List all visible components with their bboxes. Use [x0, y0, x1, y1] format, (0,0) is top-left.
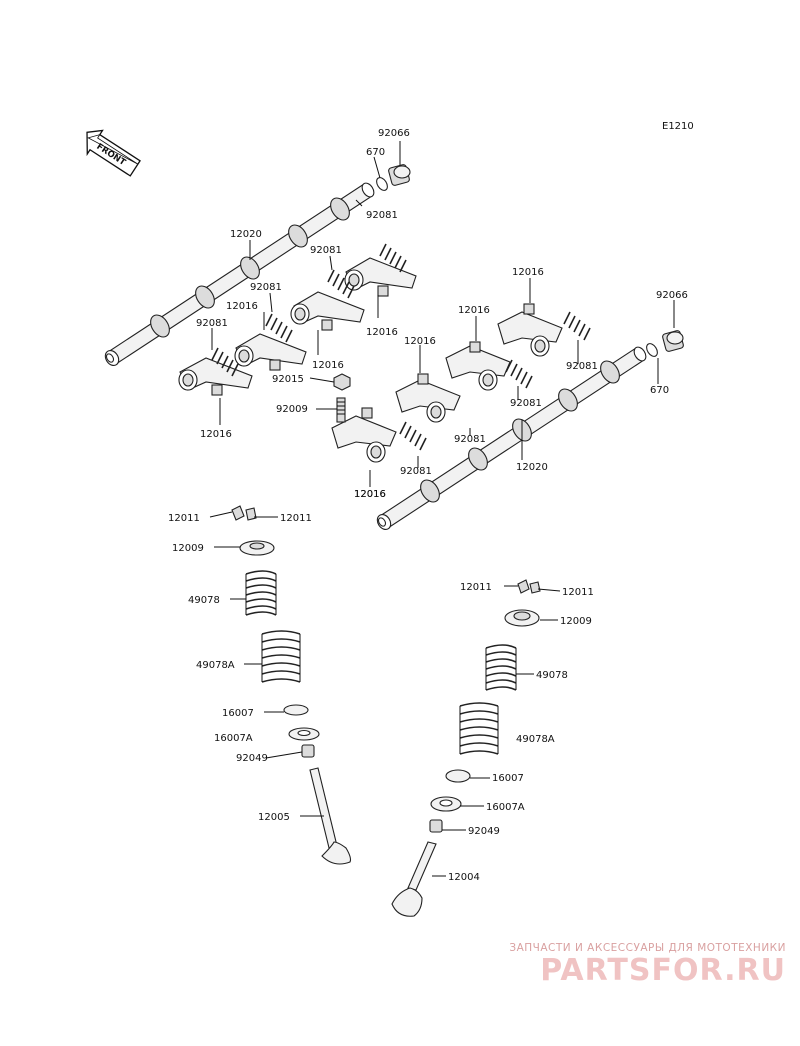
valve-seat-16007A-right [430, 796, 462, 812]
part-label: 12020 [516, 462, 548, 473]
watermark-tagline: ЗАПЧАСТИ И АКСЕССУАРЫ ДЛЯ МОТОТЕХНИКИ [509, 942, 786, 954]
rocker-arm-left-1 [178, 357, 253, 396]
rocker-arm-left-4 [344, 257, 417, 297]
camshaft-left [104, 182, 375, 367]
part-label: 92081 [566, 361, 598, 372]
part-label: 16007A [486, 802, 525, 813]
part-label: 12009 [172, 543, 204, 554]
rocker-spring-left-1 [211, 347, 239, 377]
part-label: 12020 [230, 229, 262, 240]
part-label: 92081 [454, 434, 486, 445]
part-label: 12011 [460, 582, 492, 593]
part-label: 12016 [354, 489, 386, 500]
part-label: 12005 [258, 812, 290, 823]
rocker-spring-right-2 [505, 359, 533, 389]
valve-12004 [391, 841, 437, 917]
part-label: 12011 [168, 513, 200, 524]
part-label: 49078A [196, 660, 235, 671]
rocker-arm-right-4 [497, 303, 563, 357]
camshaft-right [376, 346, 647, 531]
leader-lines [209, 141, 675, 877]
part-label: 92015 [272, 374, 304, 385]
rocker-spring-right-3 [563, 311, 591, 341]
valve-12005 [309, 767, 352, 865]
part-label: 16007A [214, 733, 253, 744]
o-ring-670-left [376, 177, 388, 191]
rocker-arm-right-2 [395, 373, 461, 423]
part-label: 92066 [656, 290, 688, 301]
retainer-right [504, 609, 540, 627]
part-label: 92049 [236, 753, 268, 764]
part-label: 12016 [458, 305, 490, 316]
stem-seal-92049-left [301, 744, 315, 758]
rocker-arm-right-3 [445, 341, 511, 391]
part-label: 12004 [448, 872, 480, 883]
inner-spring-49078A-left [261, 630, 301, 683]
part-label: 12016 [226, 301, 258, 312]
outer-spring-49078-left [245, 570, 277, 616]
part-label: 92066 [378, 128, 410, 139]
retainer-left [239, 540, 275, 556]
part-label: 92081 [400, 466, 432, 477]
part-label: 12016 [312, 360, 344, 371]
rocker-spring-left-2 [265, 313, 293, 343]
collet-left-pair [231, 505, 257, 521]
cam-end-cap-right [662, 330, 684, 352]
front-arrow-icon: FRONT [86, 129, 141, 177]
stem-seal-92049-right [429, 819, 443, 833]
part-label: 49078 [188, 595, 220, 606]
part-label: 12009 [560, 616, 592, 627]
part-label: 92009 [276, 404, 308, 415]
rocker-arm-right-1 [331, 407, 397, 463]
part-label: 670 [366, 147, 385, 158]
rocker-spring-left-4 [379, 243, 407, 273]
part-label: 92049 [468, 826, 500, 837]
o-ring-670-right [646, 343, 658, 357]
rocker-arm-left-2 [234, 333, 307, 371]
spring-seat-16007-left [283, 704, 309, 716]
part-label: 12016 [512, 267, 544, 278]
part-label: 92081 [366, 210, 398, 221]
part-label: 16007 [492, 773, 524, 784]
part-label: 92081 [510, 398, 542, 409]
part-label: 92081 [196, 318, 228, 329]
part-label: 12016 [404, 336, 436, 347]
inner-spring-49078A-right [459, 702, 499, 755]
part-label: 49078A [516, 734, 555, 745]
part-label: 92081 [250, 282, 282, 293]
rocker-spring-right-1 [399, 421, 427, 451]
part-label: 12016 [354, 489, 386, 500]
outer-spring-49078-right [485, 644, 517, 691]
watermark-logo: PARTSFOR.RU [540, 953, 786, 988]
rocker-arm-left-3 [290, 291, 365, 331]
part-label: 49078 [536, 670, 568, 681]
valve-seat-16007A-left [288, 727, 320, 741]
part-label: 12011 [562, 587, 594, 598]
cam-end-cap-left [388, 164, 411, 186]
part-label: 12016 [366, 327, 398, 338]
diagram-code: E1210 [662, 121, 694, 132]
part-labels: 92066 670 92081 12020 92081 92081 12016 … [168, 128, 688, 883]
rocker-spring-left-3 [327, 269, 355, 299]
part-label: 12011 [280, 513, 312, 524]
part-label: 670 [650, 385, 669, 396]
part-label: 12016 [200, 429, 232, 440]
watermark: ЗАПЧАСТИ И АКСЕССУАРЫ ДЛЯ МОТОТЕХНИКИ PA… [509, 942, 786, 988]
part-label: 16007 [222, 708, 254, 719]
part-label: 92081 [310, 245, 342, 256]
spring-seat-16007-right [445, 769, 471, 783]
collet-right-pair [517, 579, 541, 594]
adjuster-screw [336, 397, 346, 423]
adjuster-nut [333, 373, 351, 391]
